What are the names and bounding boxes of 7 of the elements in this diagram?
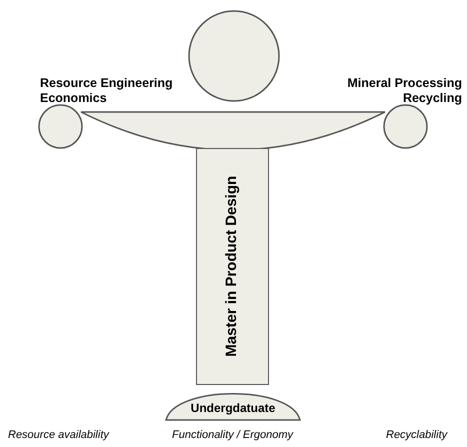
node-caption: Resource Engineering Economics (40, 76, 174, 106)
bottom-label: Resource availability (8, 428, 109, 443)
bottom-label: Functionality / Ergonomy (172, 428, 294, 443)
node-caption: Mineral Processing Recycling (346, 76, 462, 106)
bottom-label: Recyclability (386, 428, 448, 443)
vertical-label: Master in Product Design (222, 176, 242, 357)
base-label: Undergdatuate (190, 400, 276, 417)
